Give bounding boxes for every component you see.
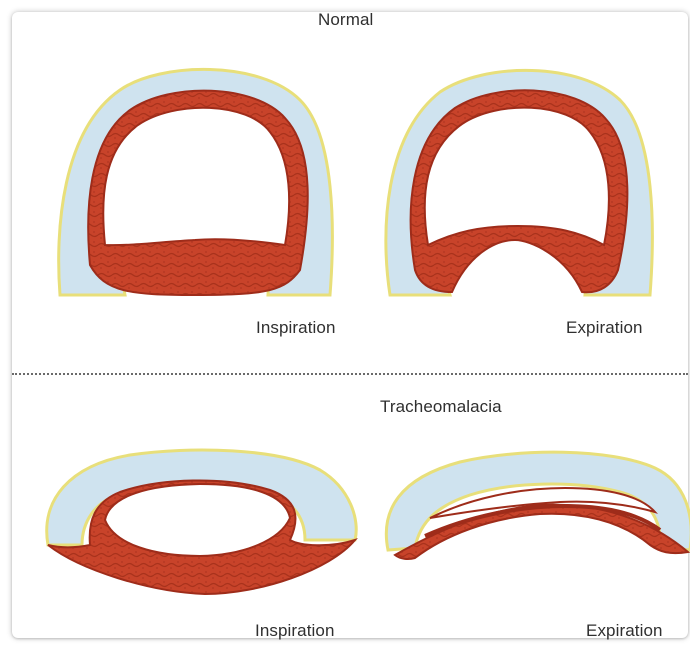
normal-expiration-caption: Expiration — [566, 318, 643, 338]
tracheomalacia-expiration-caption: Expiration — [586, 621, 663, 641]
normal-inspiration-ring — [59, 69, 333, 295]
tracheomalacia-inspiration-ring — [47, 450, 357, 594]
tracheomalacia-title: Tracheomalacia — [380, 397, 502, 417]
normal-title: Normal — [318, 10, 373, 30]
tracheomalacia-inspiration-caption: Inspiration — [255, 621, 335, 641]
normal-inspiration-caption: Inspiration — [256, 318, 336, 338]
tracheomalacia-expiration-ring — [386, 452, 690, 559]
section-divider — [12, 373, 688, 375]
normal-expiration-ring — [386, 70, 653, 295]
